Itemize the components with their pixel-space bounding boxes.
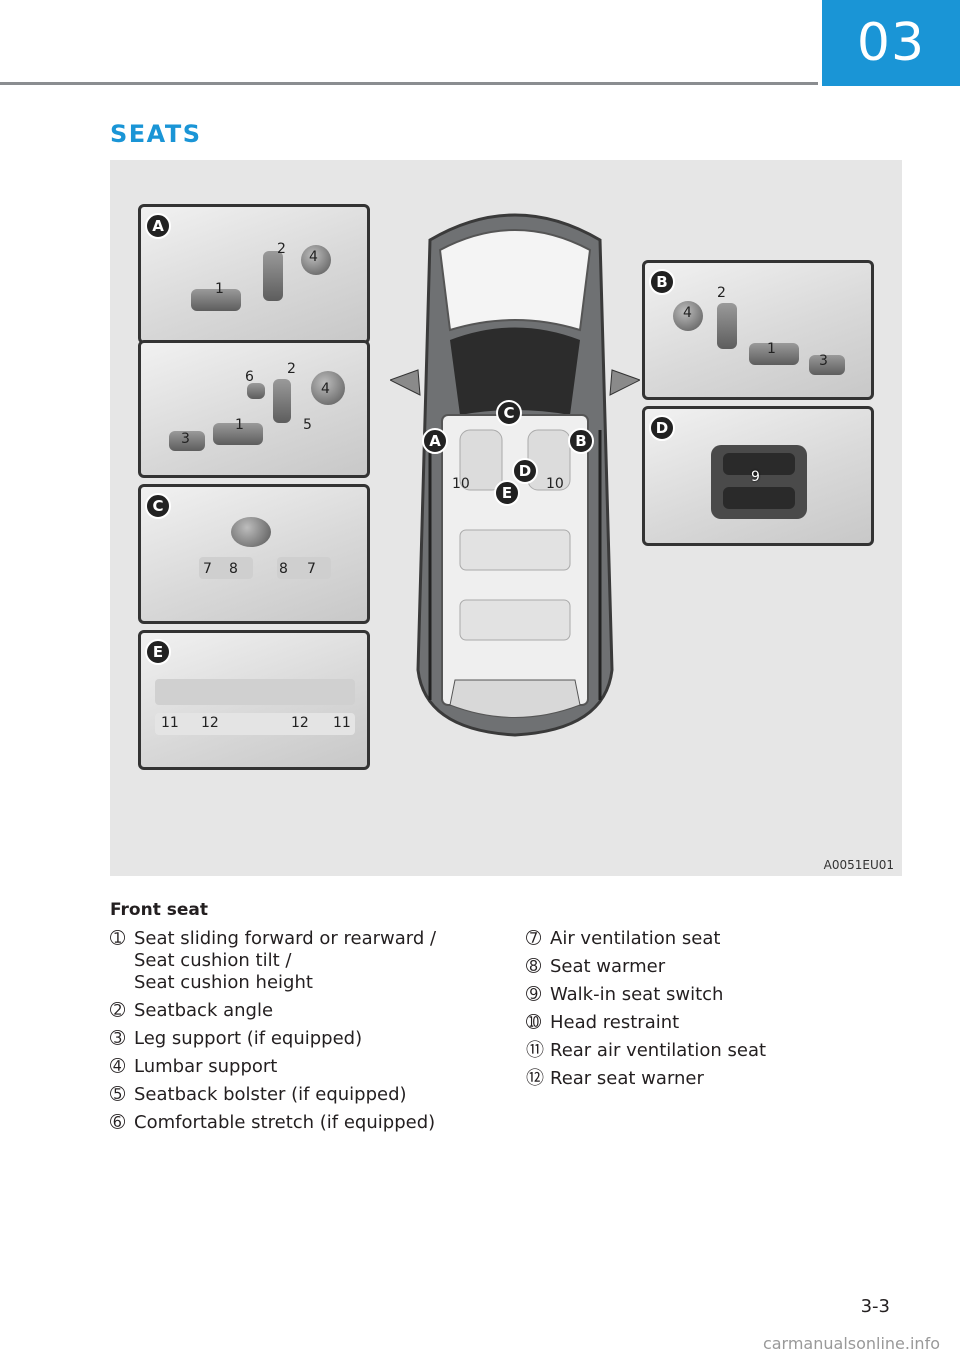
item-text: Walk-in seat switch — [550, 984, 723, 1005]
inset-a-num-4: 4 — [309, 249, 318, 265]
callout-a-badge: A — [422, 428, 448, 454]
inset-a-bottom: 6 2 4 5 3 1 — [138, 340, 370, 478]
list-marker: ➉ — [526, 1012, 541, 1034]
inset-c-num-7b: 7 — [307, 561, 316, 577]
inset-d-num-9: 9 — [751, 469, 760, 485]
item-text: Seatback angle — [134, 1000, 273, 1021]
head-restraint-label-right: 10 — [546, 476, 564, 492]
list-item: ➆ Air ventilation seat — [526, 928, 906, 950]
list-marker: ➁ — [110, 1000, 125, 1022]
item-text: Seat warmer — [550, 956, 665, 977]
inset-a2-num-4: 4 — [321, 381, 330, 397]
inset-b-num-3: 3 — [819, 353, 828, 369]
item-text: Seatback bolster (if equipped) — [134, 1084, 407, 1105]
chapter-tab: 03 — [822, 0, 960, 86]
inset-c: C 7 8 8 7 — [138, 484, 370, 624]
list-item: ➁ Seatback angle — [110, 1000, 490, 1022]
item-text: Comfortable stretch (if equipped) — [134, 1112, 435, 1133]
item-text: Seat cushion tilt / — [134, 950, 291, 971]
seatback-switch-2 — [273, 379, 291, 423]
list-marker: ➆ — [526, 928, 541, 950]
callout-d-badge: D — [512, 458, 538, 484]
inset-d: D 9 — [642, 406, 874, 546]
list-marker: ➄ — [110, 1084, 125, 1106]
inset-d-letter: D — [649, 415, 675, 441]
item-text: Seat cushion height — [134, 972, 313, 993]
page-number: 3-3 — [861, 1296, 890, 1317]
inset-a2-num-3: 3 — [181, 431, 190, 447]
item-text: Rear seat warner — [550, 1068, 704, 1089]
seat-controls-figure: A B C D E 10 10 A 1 2 4 6 2 4 5 3 1 C 7 … — [110, 160, 902, 876]
inset-e: E 11 12 12 11 — [138, 630, 370, 770]
inset-a-top: A 1 2 4 — [138, 204, 370, 344]
front-seat-heading: Front seat — [110, 900, 208, 920]
item-text: Head restraint — [550, 1012, 679, 1033]
item-text: Rear air ventilation seat — [550, 1040, 766, 1061]
list-marker: ⑪ — [526, 1040, 544, 1062]
inset-a-num-1: 1 — [215, 281, 224, 297]
seatback-switch-b — [717, 303, 737, 349]
list-item: ➈ Walk-in seat switch — [526, 984, 906, 1006]
inset-b-num-1: 1 — [767, 341, 776, 357]
inset-a2-num-1: 1 — [235, 417, 244, 433]
inset-a-num-2: 2 — [277, 241, 286, 257]
inset-a-letter: A — [145, 213, 171, 239]
list-item: ➉ Head restraint — [526, 1012, 906, 1034]
list-marker: ➈ — [526, 984, 541, 1006]
list-marker: ➂ — [110, 1028, 125, 1050]
list-marker: ➇ — [526, 956, 541, 978]
list-marker: ➃ — [110, 1056, 125, 1078]
list-item: ➇ Seat warmer — [526, 956, 906, 978]
inset-e-num-12b: 12 — [291, 715, 309, 731]
inset-e-num-11b: 11 — [333, 715, 351, 731]
stretch-switch — [247, 383, 265, 399]
inset-e-letter: E — [145, 639, 171, 665]
list-marker: ➅ — [110, 1112, 125, 1134]
inset-c-num-7a: 7 — [203, 561, 212, 577]
inset-e-num-12a: 12 — [201, 715, 219, 731]
item-text: Leg support (if equipped) — [134, 1028, 362, 1049]
list-item: ➅ Comfortable stretch (if equipped) — [110, 1112, 490, 1134]
item-text: Air ventilation seat — [550, 928, 720, 949]
head-restraint-label-left: 10 — [452, 476, 470, 492]
item-text: Lumbar support — [134, 1056, 277, 1077]
list-item: ⑪ Rear air ventilation seat — [526, 1040, 906, 1062]
inset-b-num-2: 2 — [717, 285, 726, 301]
center-console-knob — [231, 517, 271, 547]
list-item: ⑫ Rear seat warner — [526, 1068, 906, 1090]
item-text: Seat sliding forward or rearward / — [134, 928, 436, 949]
list-marker: ➀ — [110, 928, 125, 950]
watermark[interactable]: carmanualsonline.info — [763, 1334, 940, 1353]
list-item: ➄ Seatback bolster (if equipped) — [110, 1084, 490, 1106]
figure-code: A0051EU01 — [824, 858, 894, 872]
front-seat-list-right: ➆ Air ventilation seat ➇ Seat warmer ➈ Walk… — [526, 928, 906, 1096]
rear-vent-panel — [155, 679, 355, 705]
list-marker: ⑫ — [526, 1068, 544, 1090]
seatback-switch — [263, 251, 283, 301]
list-item: ➂ Leg support (if equipped) — [110, 1028, 490, 1050]
inset-a2-num-6: 6 — [245, 369, 254, 385]
inset-b-num-4: 4 — [683, 305, 692, 321]
inset-e-num-11a: 11 — [161, 715, 179, 731]
walk-in-switch-lower — [723, 487, 795, 509]
header-rule — [0, 82, 818, 85]
inset-a2-num-5: 5 — [303, 417, 312, 433]
callout-b-badge: B — [568, 428, 594, 454]
rear-button-row — [155, 713, 355, 735]
callout-e-badge: E — [494, 480, 520, 506]
inset-b-letter: B — [649, 269, 675, 295]
inset-a2-num-2: 2 — [287, 361, 296, 377]
list-item: ➃ Lumbar support — [110, 1056, 490, 1078]
inset-c-num-8a: 8 — [229, 561, 238, 577]
inset-c-num-8b: 8 — [279, 561, 288, 577]
section-title: SEATS — [110, 120, 202, 148]
callout-c-badge: C — [496, 400, 522, 426]
inset-b: B 4 2 1 3 — [642, 260, 874, 400]
inset-c-letter: C — [145, 493, 171, 519]
